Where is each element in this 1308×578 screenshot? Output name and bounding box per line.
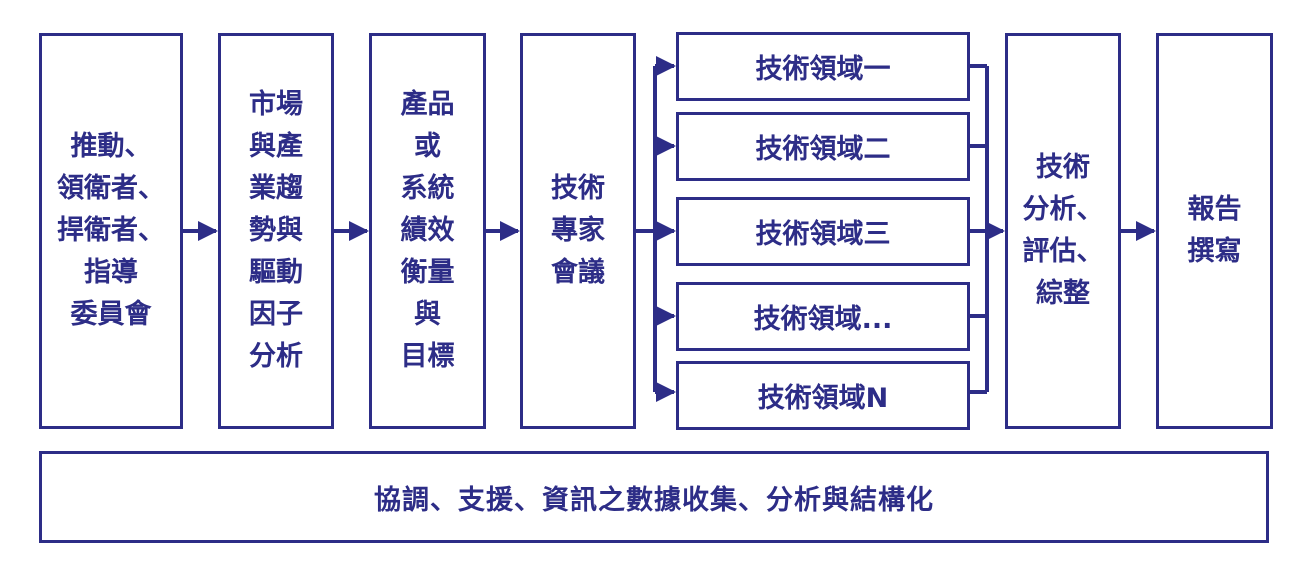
tech-domain-4-label: 技術領域... (753, 304, 893, 335)
tech-domain-2-label: 技術領域二 (755, 134, 891, 165)
market-analysis-label: 市場 與產 業趨 勢與 驅動 因子 分析 (249, 89, 303, 372)
tech-domain-3-box: 技術領域三 (676, 197, 970, 266)
tech-domain-1-label: 技術領域一 (755, 54, 891, 85)
tech-domain-4-box: 技術領域... (676, 282, 970, 351)
product-performance-label: 產品 或 系統 績效 衡量 與 目標 (400, 89, 455, 372)
support-footer-box: 協調、支援、資訊之數據收集、分析與結構化 (39, 451, 1269, 543)
report-writing-box: 報告 撰寫 (1156, 33, 1273, 429)
tech-domain-n-box: 技術領域N (676, 361, 970, 430)
market-analysis-box: 市場 與產 業趨 勢與 驅動 因子 分析 (218, 33, 334, 429)
support-footer-label: 協調、支援、資訊之數據收集、分析與結構化 (374, 484, 934, 516)
expert-meeting-label: 技術 專家 會議 (551, 173, 605, 288)
committee-label: 推動、 領衛者、 捍衛者、 指導 委員會 (57, 131, 165, 330)
tech-domain-1-box: 技術領域一 (676, 32, 970, 101)
committee-box: 推動、 領衛者、 捍衛者、 指導 委員會 (39, 33, 183, 429)
expert-meeting-box: 技術 專家 會議 (520, 33, 636, 429)
tech-domain-3-label: 技術領域三 (755, 219, 891, 250)
tech-analysis-label: 技術 分析、 評估、 綜整 (1022, 152, 1104, 309)
tech-domain-n-label: 技術領域N (757, 383, 889, 414)
tech-domain-2-box: 技術領域二 (676, 112, 970, 181)
product-performance-box: 產品 或 系統 績效 衡量 與 目標 (369, 33, 486, 429)
tech-analysis-box: 技術 分析、 評估、 綜整 (1005, 33, 1121, 429)
report-writing-label: 報告 撰寫 (1187, 194, 1242, 267)
